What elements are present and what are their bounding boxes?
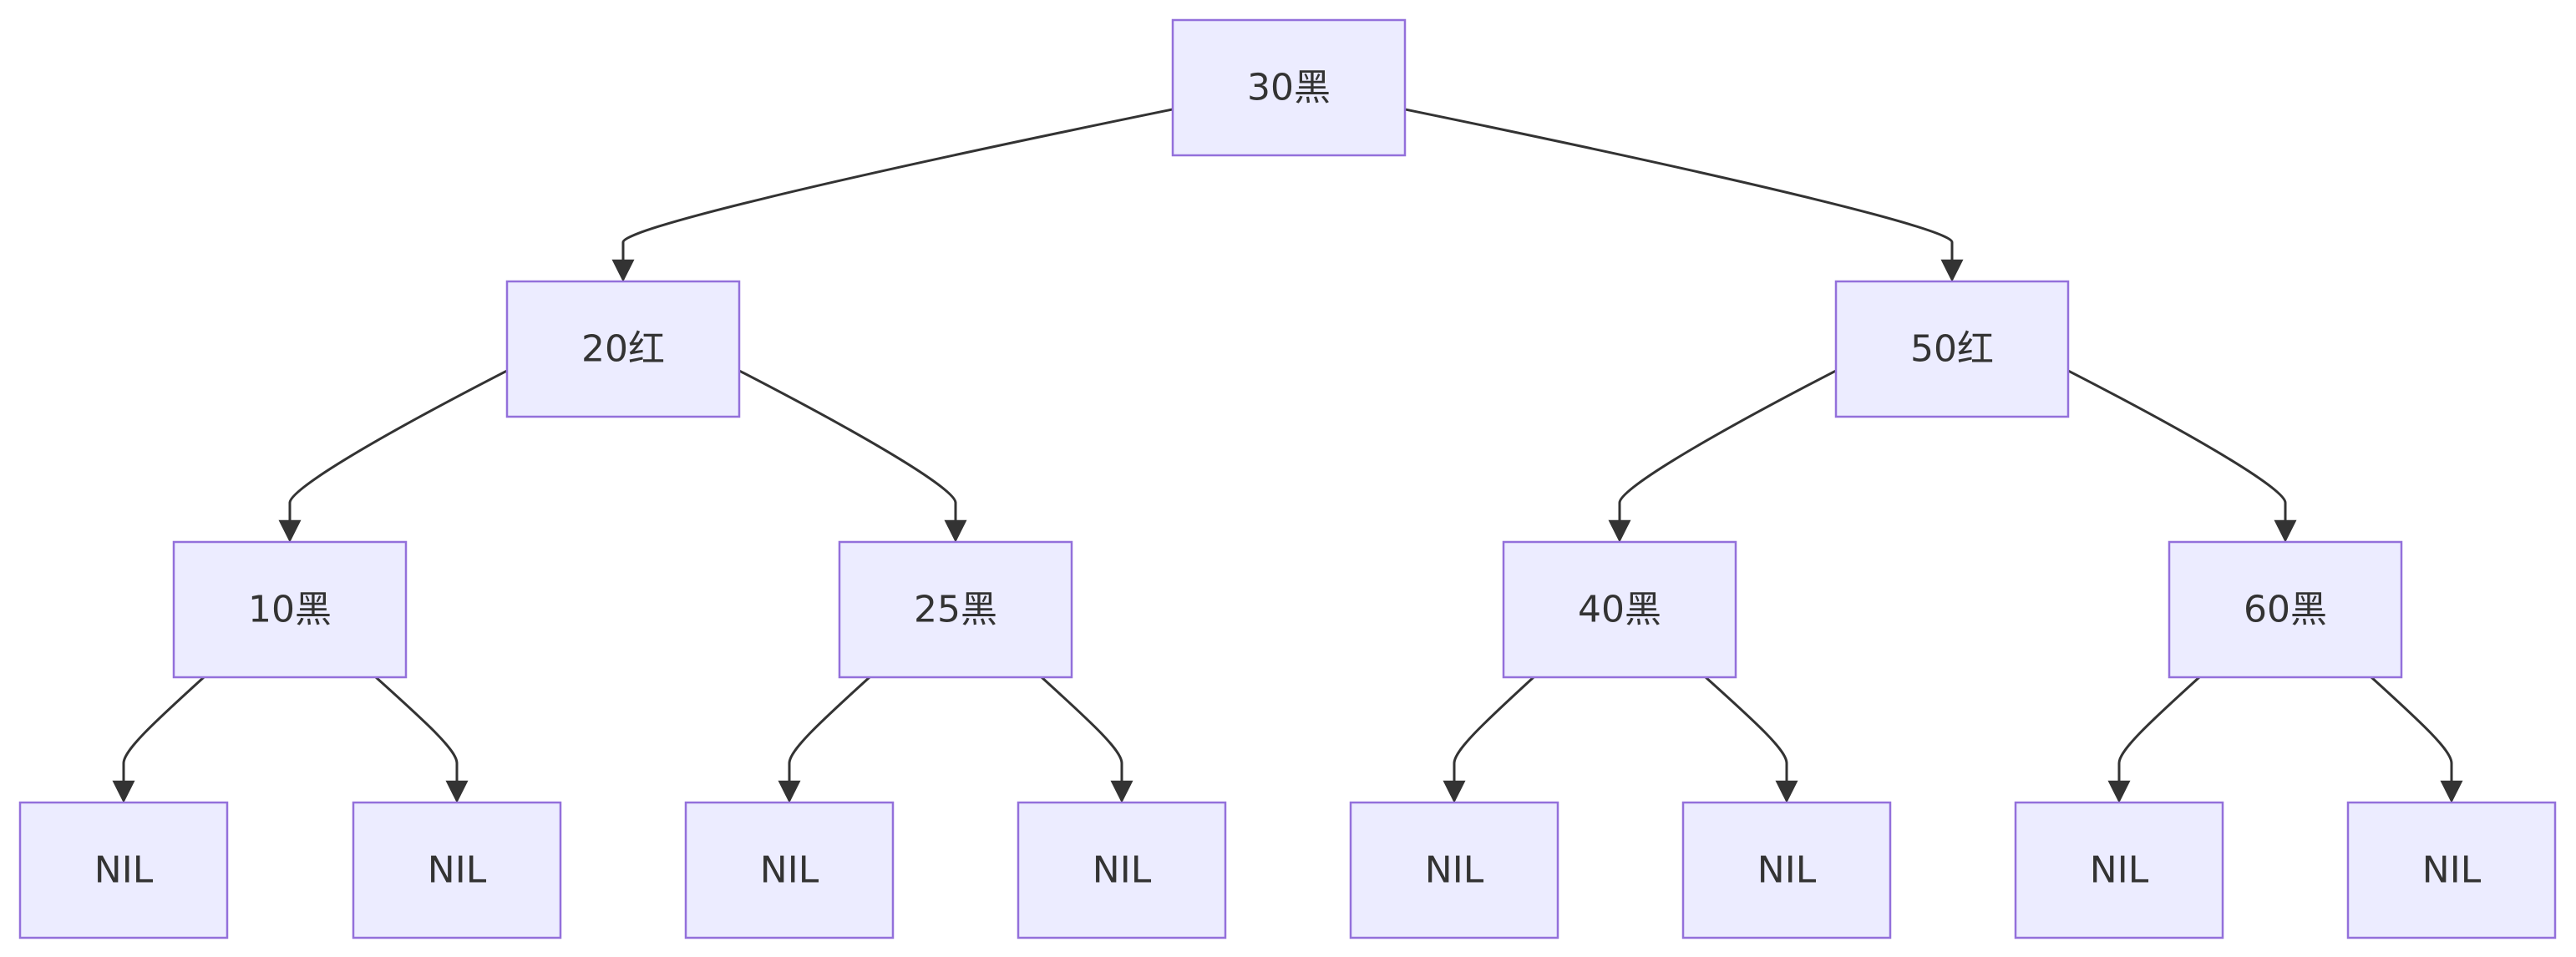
edge-n60-to-nil7	[2107, 676, 2201, 803]
tree-node-nil3: NIL	[684, 801, 895, 939]
edge-n50-to-n60	[2067, 369, 2297, 543]
tree-node-nil1: NIL	[18, 801, 229, 939]
node-box	[172, 540, 408, 679]
nodes-layer: 30黑 20红 50红 10黑 25黑 40黑 60黑 NIL NIL NIL NIL NIL NIL N…	[18, 18, 2557, 939]
edge-n30-to-n50	[1404, 108, 1964, 282]
node-label: 60黑	[2244, 589, 2327, 631]
node-label: NIL	[760, 849, 819, 892]
node-box	[2168, 540, 2403, 679]
node-box	[352, 801, 562, 939]
node-label: NIL	[2090, 849, 2149, 892]
node-label: NIL	[1757, 849, 1817, 892]
node-label: NIL	[428, 849, 487, 892]
node-box	[2014, 801, 2224, 939]
node-box	[505, 280, 741, 418]
edge-n30-to-n20	[611, 108, 1174, 282]
node-box	[1502, 540, 1737, 679]
node-box	[18, 801, 229, 939]
node-label: 25黑	[914, 589, 997, 631]
node-box	[684, 801, 895, 939]
node-label: 20红	[581, 328, 665, 371]
tree-node-nil6: NIL	[1681, 801, 1892, 939]
node-box	[1834, 280, 2070, 418]
tree-node-n10: 10黑	[172, 540, 408, 679]
node-box	[2346, 801, 2557, 939]
tree-node-n40: 40黑	[1502, 540, 1737, 679]
edge-n60-to-nil8	[2370, 676, 2463, 803]
node-label: 30黑	[1247, 67, 1331, 109]
tree-node-nil4: NIL	[1017, 801, 1227, 939]
edge-n20-to-n25	[738, 369, 967, 543]
node-box	[1017, 801, 1227, 939]
tree-node-n25: 25黑	[838, 540, 1073, 679]
node-label: NIL	[1425, 849, 1484, 892]
edge-n10-to-nil2	[374, 676, 469, 803]
node-label: 50红	[1910, 328, 1994, 371]
node-box	[1349, 801, 1559, 939]
edge-n25-to-nil3	[778, 676, 871, 803]
tree-node-nil2: NIL	[352, 801, 562, 939]
tree-node-nil7: NIL	[2014, 801, 2224, 939]
node-box	[1171, 18, 1407, 157]
tree-node-nil8: NIL	[2346, 801, 2557, 939]
node-label: 40黑	[1578, 589, 1661, 631]
edges-layer	[112, 108, 2463, 803]
tree-node-n20: 20红	[505, 280, 741, 418]
edge-n50-to-n40	[1608, 369, 1837, 543]
edge-n20-to-n10	[278, 369, 508, 543]
tree-node-n50: 50红	[1834, 280, 2070, 418]
edge-n40-to-nil6	[1704, 676, 1798, 803]
node-label: NIL	[2422, 849, 2482, 892]
tree-node-n60: 60黑	[2168, 540, 2403, 679]
node-box	[1681, 801, 1892, 939]
node-label: NIL	[94, 849, 154, 892]
edge-n10-to-nil1	[112, 676, 205, 803]
node-label: NIL	[1093, 849, 1152, 892]
edge-n25-to-nil4	[1040, 676, 1133, 803]
node-box	[838, 540, 1073, 679]
edge-n40-to-nil5	[1443, 676, 1535, 803]
tree-node-nil5: NIL	[1349, 801, 1559, 939]
node-label: 10黑	[248, 589, 332, 631]
tree-node-n30: 30黑	[1171, 18, 1407, 157]
